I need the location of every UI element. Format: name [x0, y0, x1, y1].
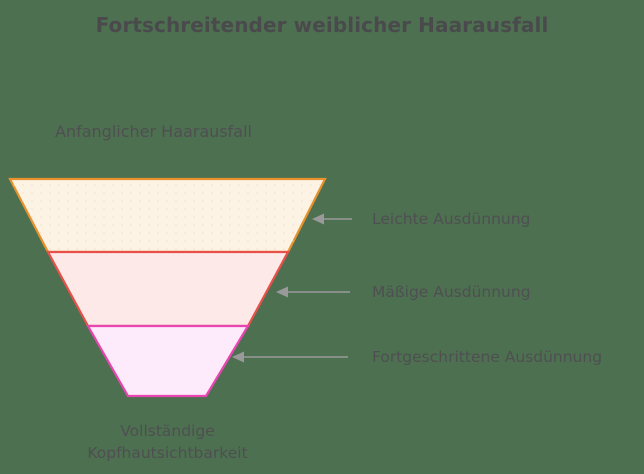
funnel-top-annotation: Anfanglicher Haarausfall — [55, 122, 252, 141]
callout-arrow-2 — [276, 286, 350, 298]
funnel-bottom-annotation-line2: Kopfhautsichtbarkeit — [87, 444, 248, 462]
funnel-stage-label-1: Leichte Ausdünnung — [372, 210, 531, 228]
callout-arrow-3 — [232, 351, 348, 363]
funnel-segment-2 — [46, 250, 290, 328]
funnel-stage-label-2: Mäßige Ausdünnung — [372, 283, 531, 301]
page-title: Fortschreitender weiblicher Haarausfall — [95, 13, 549, 37]
callout-arrow-1 — [312, 213, 352, 225]
funnel-bottom-annotation: Vollständige Kopfhautsichtbarkeit — [0, 420, 335, 464]
funnel-stage-label-3: Fortgeschrittene Ausdünnung — [372, 348, 603, 366]
funnel-segment-1-texture — [13, 184, 321, 250]
funnel-segment-3 — [86, 324, 250, 398]
funnel-bottom-annotation-line1: Vollständige — [120, 422, 215, 440]
